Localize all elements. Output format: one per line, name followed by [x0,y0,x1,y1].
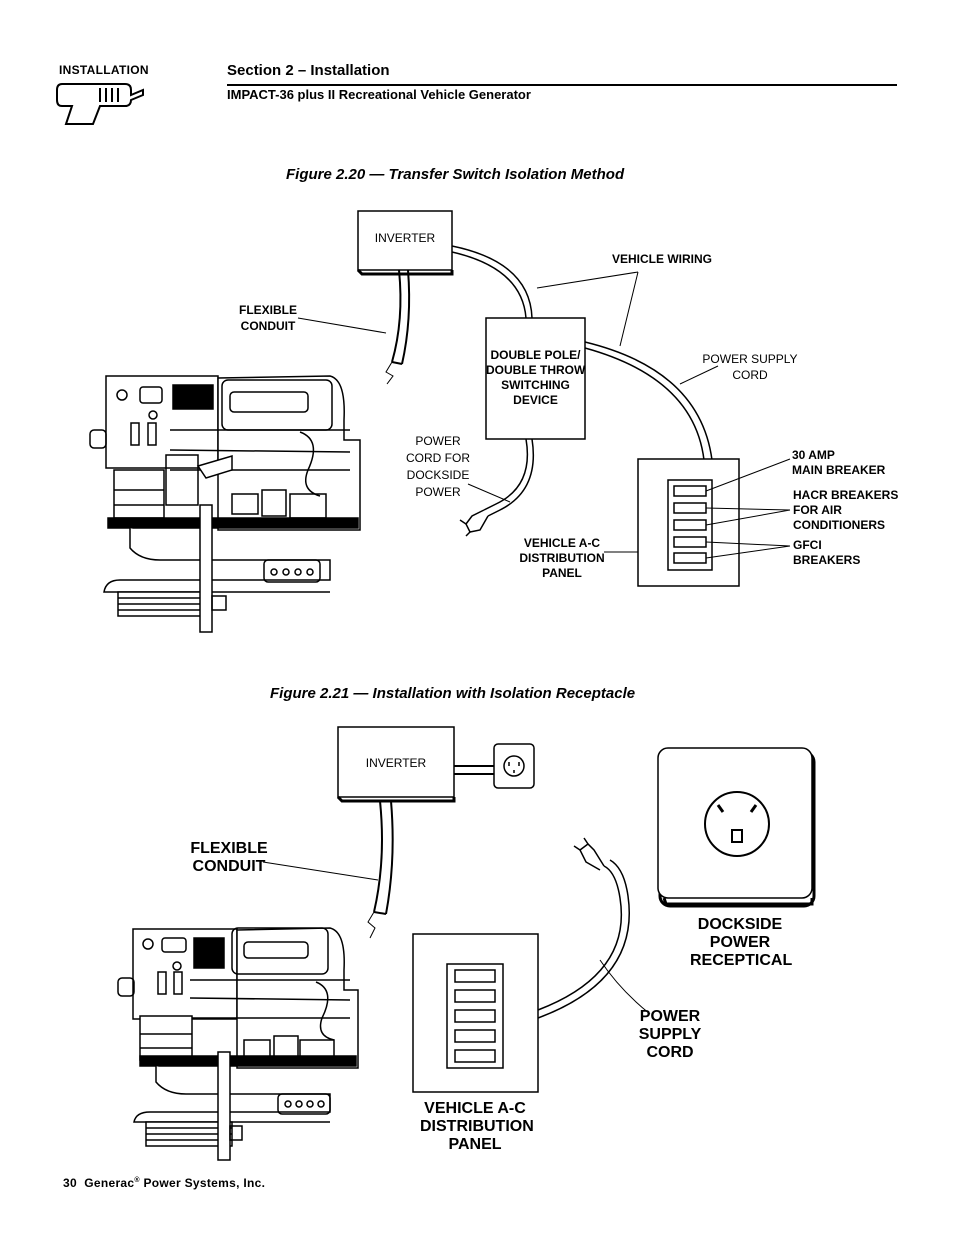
generator-1 [89,375,361,633]
fig1-vehicle-wiring-label: VEHICLE WIRING [612,252,713,266]
company-name: Generac [84,1176,135,1190]
header-section-tag: INSTALLATION [59,63,149,77]
page-footer: 30 Generac® Power Systems, Inc. [63,1176,265,1190]
fig1-inverter-label: INVERTER [374,231,436,245]
fig2-inverter-label: INVERTER [365,756,427,770]
power-supply-cord-2 [537,859,630,1019]
isolation-receptacle [493,743,535,789]
figure-2-21-caption: Figure 2.21 — Installation with Isolatio… [270,685,636,702]
page-number: 30 [63,1176,77,1190]
company-name-rest: Power Systems, Inc. [143,1176,266,1190]
dockside-receptacle [657,747,813,899]
distribution-panel-2 [412,933,539,1093]
inverter-box-2 [337,726,455,798]
figure-2-20-caption: Figure 2.20 — Transfer Switch Isolation … [286,166,625,183]
inverter-box [357,210,453,271]
generator-2 [117,927,359,1161]
flexible-conduit-2 [373,800,394,915]
power-supply-cord-1 [584,341,713,461]
header-rule [227,84,897,86]
section-title: Section 2 – Installation [227,62,390,79]
section-subtitle: IMPACT-36 plus II Recreational Vehicle G… [227,87,531,102]
registered-mark: ® [134,1177,140,1184]
flexible-conduit [391,269,411,365]
switching-device-box [485,317,586,440]
vehicle-wiring-1 [451,245,533,319]
dockside-cord-1 [483,438,535,517]
